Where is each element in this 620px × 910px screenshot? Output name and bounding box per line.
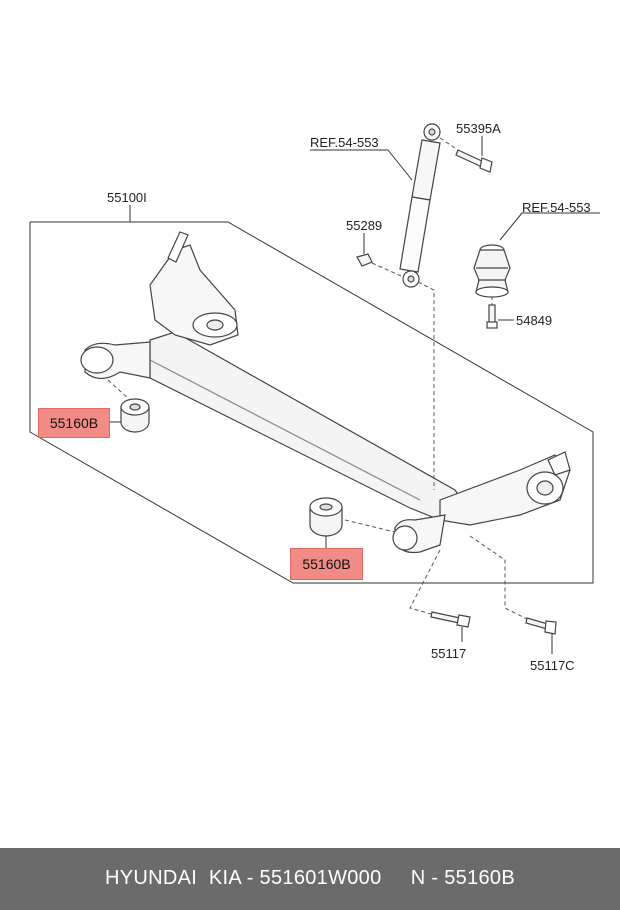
footer-part-number: HYUNDAI KIA - 551601W000 N - 55160B bbox=[105, 867, 515, 889]
torsion-beam bbox=[80, 231, 571, 554]
parts-diagram: REF.54-553 55395A 55100I 55289 REF.54-55… bbox=[29, 121, 600, 673]
bumper-bolt-drawing bbox=[486, 304, 498, 329]
bushing-left-drawing bbox=[120, 398, 150, 433]
ref-shock-leader bbox=[387, 149, 413, 181]
bolt-lower-c-drawing bbox=[525, 617, 557, 635]
label-assembly: 55100I bbox=[107, 190, 147, 205]
label-ref-bumper: REF.54-553 bbox=[522, 200, 591, 215]
ref-bumper-leader bbox=[499, 212, 523, 241]
bushing-right-dash bbox=[344, 519, 396, 533]
label-bolt-lower-c: 55117C bbox=[530, 658, 575, 673]
nut-drawing bbox=[356, 253, 373, 267]
label-bushing-left: 55160B bbox=[49, 415, 99, 431]
bolt-lower-drawing bbox=[430, 611, 471, 628]
shock-absorber bbox=[399, 123, 441, 288]
label-bolt-shock-top: 55395A bbox=[456, 121, 501, 136]
label-bumper-bolt: 54849 bbox=[516, 313, 553, 328]
bump-stopper bbox=[473, 244, 511, 298]
label-bolt-lower: 55117 bbox=[431, 646, 467, 661]
label-nut: 55289 bbox=[346, 218, 383, 233]
bushing-right-drawing bbox=[309, 497, 343, 537]
bushing-left-dash bbox=[107, 379, 131, 401]
label-bushing-right: 55160B bbox=[302, 556, 351, 572]
highlight-bushing-left[interactable]: 55160B bbox=[38, 408, 110, 438]
highlight-bushing-right[interactable]: 55160B bbox=[290, 548, 363, 580]
diagram-drawing bbox=[29, 123, 600, 654]
assembly-outline bbox=[29, 221, 594, 584]
bolt-shock-top-drawing bbox=[455, 149, 493, 173]
footer-bar: HYUNDAI KIA - 551601W000 N - 55160B bbox=[0, 848, 620, 910]
label-ref-shock: REF.54-553 bbox=[310, 135, 379, 150]
